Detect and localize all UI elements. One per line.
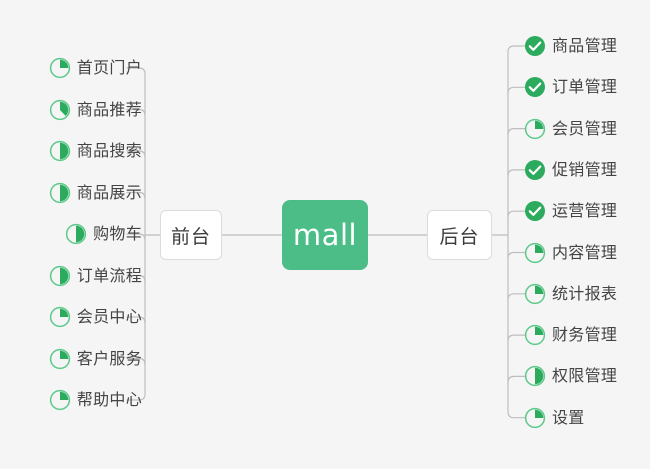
- pie-progress-icon: [49, 57, 71, 79]
- branch-node-backend[interactable]: 后台: [427, 210, 492, 260]
- leaf-node-label: 商品搜索: [76, 141, 142, 160]
- leaf-node-left-0[interactable]: 首页门户: [49, 55, 142, 81]
- leaf-node-left-3[interactable]: 商品展示: [49, 180, 142, 206]
- leaf-node-label: 促销管理: [552, 159, 618, 179]
- leaf-node-right-3[interactable]: 促销管理: [524, 157, 617, 183]
- leaf-node-label: 首页门户: [76, 58, 142, 77]
- leaf-node-label: 运营管理: [552, 201, 618, 221]
- pie-progress-icon: [524, 118, 546, 140]
- leaf-node-label: 帮助中心: [76, 390, 142, 409]
- leaf-node-label: 内容管理: [552, 242, 618, 262]
- leaf-node-right-5[interactable]: 内容管理: [524, 240, 617, 266]
- leaf-node-left-4[interactable]: 购物车: [65, 221, 142, 247]
- pie-progress-icon: [524, 407, 546, 429]
- pie-progress-icon: [49, 140, 71, 162]
- check-circle-icon: [524, 76, 546, 98]
- connector-right-spine: [507, 45, 527, 419]
- leaf-node-label: 商品管理: [552, 36, 618, 55]
- pie-progress-icon: [65, 223, 87, 245]
- leaf-node-label: 财务管理: [552, 325, 618, 345]
- leaf-node-right-7[interactable]: 财务管理: [524, 322, 617, 348]
- leaf-node-left-8[interactable]: 帮助中心: [49, 387, 142, 413]
- root-node-mall[interactable]: mall: [282, 200, 368, 270]
- leaf-node-right-8[interactable]: 权限管理: [524, 363, 617, 389]
- check-circle-icon: [524, 35, 546, 57]
- check-circle-icon: [524, 200, 546, 222]
- pie-progress-icon: [49, 348, 71, 370]
- leaf-node-label: 商品展示: [76, 182, 142, 202]
- branch-node-frontend-label: 前台: [170, 225, 211, 248]
- leaf-node-label: 订单流程: [76, 265, 142, 285]
- leaf-node-label: 会员管理: [552, 118, 618, 138]
- leaf-node-left-2[interactable]: 商品搜索: [49, 138, 142, 164]
- root-node-label: mall: [292, 218, 358, 252]
- pie-progress-icon: [49, 265, 71, 287]
- leaf-node-label: 客户服务: [76, 348, 142, 368]
- leaf-node-left-1[interactable]: 商品推荐: [49, 97, 142, 123]
- pie-progress-icon: [49, 389, 71, 411]
- check-circle-icon: [524, 159, 546, 181]
- pie-progress-icon: [524, 324, 546, 346]
- leaf-node-right-2[interactable]: 会员管理: [524, 116, 617, 142]
- leaf-node-right-1[interactable]: 订单管理: [524, 74, 617, 100]
- leaf-node-right-4[interactable]: 运营管理: [524, 198, 617, 224]
- leaf-node-label: 会员中心: [76, 307, 142, 326]
- leaf-node-label: 商品推荐: [76, 99, 142, 119]
- leaf-node-label: 购物车: [93, 224, 142, 243]
- branch-node-backend-label: 后台: [439, 225, 480, 248]
- leaf-node-label: 设置: [552, 407, 585, 427]
- pie-progress-icon: [49, 306, 71, 328]
- leaf-node-label: 订单管理: [552, 77, 618, 97]
- pie-progress-icon: [524, 283, 546, 305]
- leaf-node-left-5[interactable]: 订单流程: [49, 263, 142, 289]
- branch-node-frontend[interactable]: 前台: [160, 210, 222, 260]
- pie-progress-icon: [524, 242, 546, 264]
- leaf-node-right-6[interactable]: 统计报表: [524, 281, 617, 307]
- pie-progress-icon: [49, 182, 71, 204]
- leaf-node-left-7[interactable]: 客户服务: [49, 346, 142, 372]
- pie-progress-icon: [49, 99, 71, 121]
- pie-progress-icon: [524, 365, 546, 387]
- leaf-node-left-6[interactable]: 会员中心: [49, 304, 142, 330]
- leaf-node-label: 统计报表: [552, 283, 618, 303]
- leaf-node-right-0[interactable]: 商品管理: [524, 33, 617, 59]
- leaf-node-right-9[interactable]: 设置: [524, 405, 585, 431]
- leaf-node-label: 权限管理: [552, 366, 618, 386]
